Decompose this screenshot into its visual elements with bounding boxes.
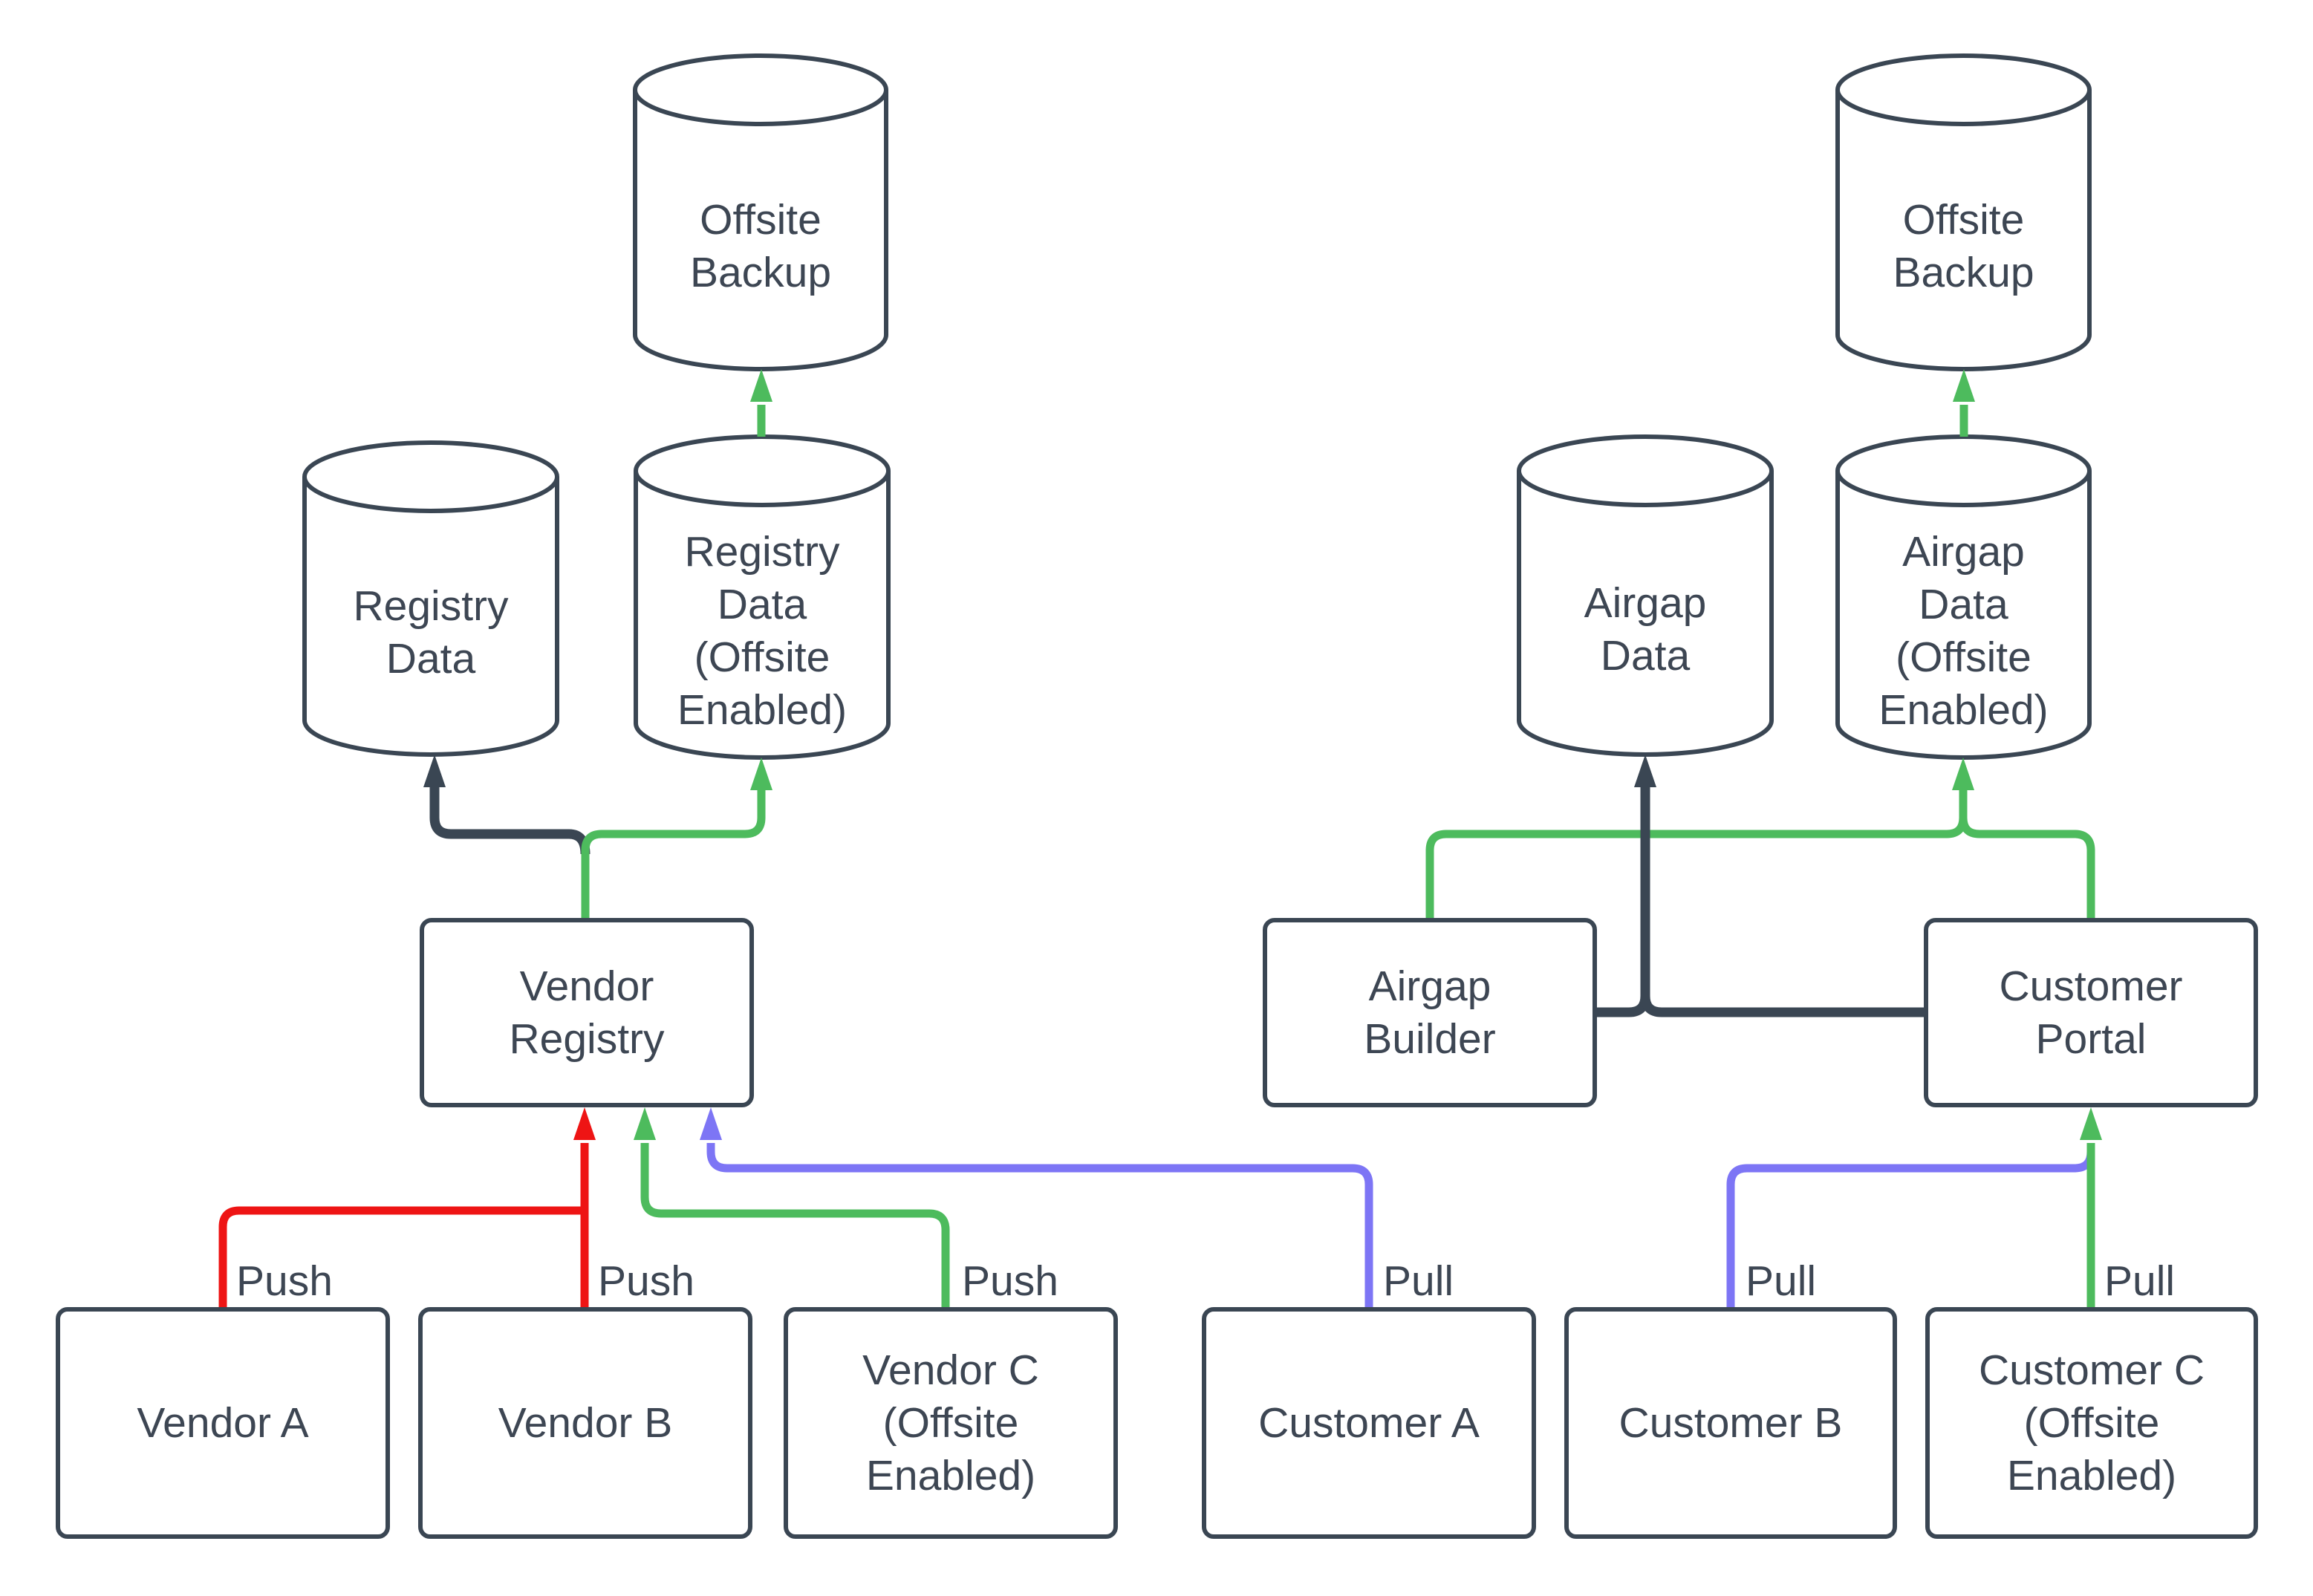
arrowhead-blue-vendor-registry xyxy=(700,1107,722,1140)
node-airgap-data-offsite-label: Airgap Data (Offsite Enabled) xyxy=(1878,528,2049,734)
arrowhead-green-airgap-data-offsite xyxy=(1952,758,1974,790)
arrowhead-dark-airgap-data xyxy=(1634,755,1656,787)
node-customer-c-label: Customer C (Offsite Enabled) xyxy=(1978,1346,2205,1499)
node-vendor-b: Vendor B xyxy=(418,1307,752,1539)
arrowhead-green-customer-portal xyxy=(2080,1107,2102,1140)
cylinder-airgap-data-offsite xyxy=(1835,434,2092,760)
edge-customer-portal-to-airgap-data-offsite xyxy=(1959,802,2095,918)
cylinder-airgap-data xyxy=(1517,434,1774,757)
node-customer-a: Customer A xyxy=(1202,1307,1536,1539)
edge-customer-portal-to-airgap-data xyxy=(1640,995,1924,1017)
node-customer-c: Customer C (Offsite Enabled) xyxy=(1925,1307,2258,1539)
edge-label-push-vendor-c: Push xyxy=(962,1257,1058,1305)
node-airgap-builder: Airgap Builder xyxy=(1263,918,1597,1107)
node-customer-b: Customer B xyxy=(1564,1307,1897,1539)
node-customer-a-label: Customer A xyxy=(1258,1398,1480,1447)
edge-airgap-builder-to-airgap-data xyxy=(1597,784,1650,1017)
node-vendor-registry-label: Vendor Registry xyxy=(509,962,665,1063)
node-customer-portal: Customer Portal xyxy=(1924,918,2258,1107)
cylinder-offsite-backup-left xyxy=(633,53,888,371)
node-airgap-builder-label: Airgap Builder xyxy=(1364,962,1496,1063)
edge-label-pull-customer-b: Pull xyxy=(1746,1257,1817,1305)
arrowhead-green-vendor-registry xyxy=(634,1107,656,1140)
edge-label-pull-customer-c: Pull xyxy=(2104,1257,2176,1305)
node-customer-b-label: Customer B xyxy=(1619,1398,1843,1447)
node-offsite-backup-left-label: Offsite Backup xyxy=(689,196,832,296)
node-vendor-b-label: Vendor B xyxy=(498,1398,673,1447)
node-vendor-c: Vendor C (Offsite Enabled) xyxy=(784,1307,1118,1539)
edge-label-pull-customer-a: Pull xyxy=(1383,1257,1454,1305)
edge-vendor-a-push xyxy=(218,1206,585,1307)
edge-airgap-builder-to-airgap-data-offsite xyxy=(1425,790,1968,918)
node-registry-data-label: Registry Data xyxy=(353,582,509,683)
edge-customer-a-pull xyxy=(706,1143,1373,1307)
arrowhead-red-vendor-registry xyxy=(573,1107,596,1140)
node-vendor-a-label: Vendor A xyxy=(137,1398,309,1447)
arrowhead-dark-registry-data xyxy=(423,755,446,787)
edge-label-push-vendor-a: Push xyxy=(236,1257,333,1305)
arrowhead-green-offsite-backup-right xyxy=(1953,369,1975,402)
edge-vendor-registry-to-registry-data xyxy=(429,784,591,855)
node-customer-portal-label: Customer Portal xyxy=(1999,962,2183,1063)
edge-vendor-registry-to-registry-data-offsite xyxy=(581,787,766,918)
node-registry-data-offsite-label: Registry Data (Offsite Enabled) xyxy=(677,528,848,734)
cylinder-registry-data xyxy=(302,440,559,757)
node-offsite-backup-right-label: Offsite Backup xyxy=(1893,196,2034,296)
edge-label-push-vendor-b: Push xyxy=(598,1257,694,1305)
edge-vendor-c-push xyxy=(640,1143,950,1307)
arrowhead-green-offsite-backup-left xyxy=(750,369,772,402)
node-vendor-a: Vendor A xyxy=(56,1307,390,1539)
node-airgap-data-label: Airgap Data xyxy=(1584,579,1707,680)
node-vendor-registry: Vendor Registry xyxy=(420,918,754,1107)
arrowhead-green-registry-data-offsite xyxy=(750,758,772,790)
cylinder-registry-data-offsite xyxy=(634,434,891,760)
node-vendor-c-label: Vendor C (Offsite Enabled) xyxy=(862,1346,1039,1499)
cylinder-offsite-backup-right xyxy=(1835,53,2092,371)
